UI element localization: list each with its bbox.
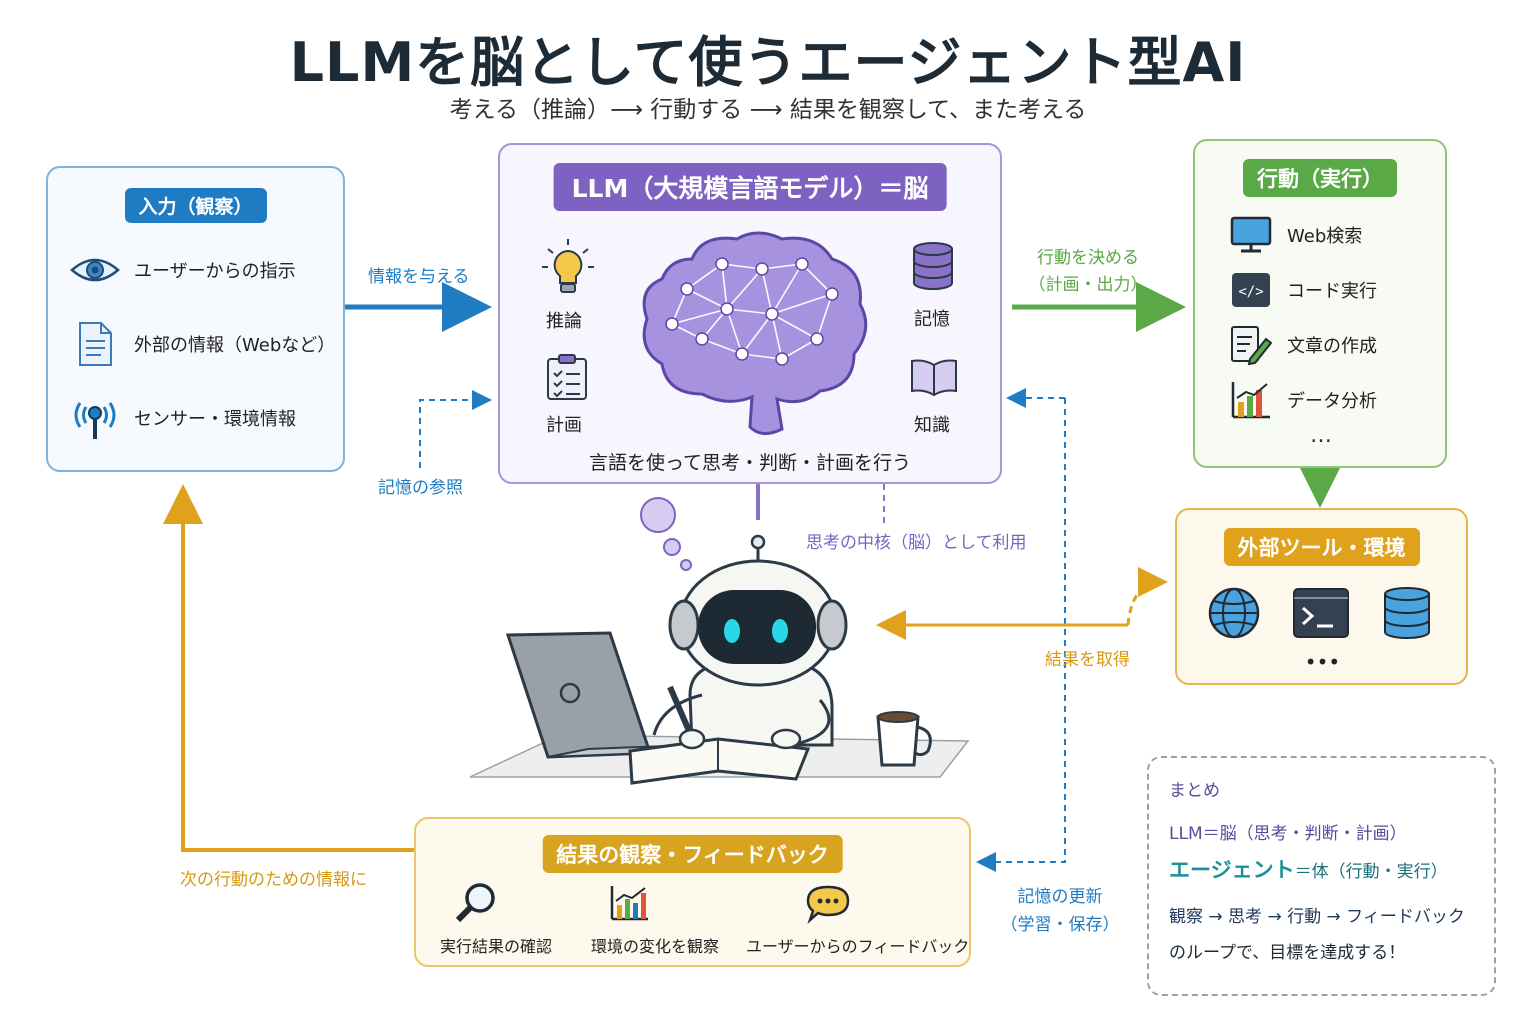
summary-line-llm: LLM＝脳（思考・判断・計画）: [1169, 824, 1407, 844]
label-give-info: 情報を与える: [368, 267, 470, 287]
summary-title: まとめ: [1169, 781, 1220, 801]
database-icon: [912, 241, 954, 295]
action-item-label: Web検索: [1287, 226, 1363, 247]
input-item-web: 外部の情報（Webなど）: [70, 322, 335, 366]
label-get-result: 結果を取得: [1045, 650, 1130, 670]
action-more: …: [1310, 423, 1332, 448]
tools-more: •••: [1304, 650, 1341, 674]
code-icon: </>: [1229, 268, 1273, 312]
llm-footer: 言語を使って思考・判断・計画を行う: [588, 452, 912, 474]
globe-icon: [1207, 586, 1261, 644]
eye-icon: [70, 248, 120, 292]
chat-bubble-icon: [806, 885, 850, 927]
arrow-to-tools: [1126, 567, 1168, 626]
edit-document-icon: [1229, 323, 1273, 367]
magnifier-icon: [454, 881, 498, 929]
label-decide-action-1: 行動を決める: [1037, 248, 1139, 268]
summary-line-goal: のループで、目標を達成する！: [1169, 943, 1406, 963]
label-next-info: 次の行動のための情報に: [180, 870, 367, 890]
input-item-instruction: ユーザーからの指示: [70, 248, 296, 292]
feedback-panel: 結果の観察・フィードバック 実行結果の確認 環境の変化を観察 ユーザーからのフィ…: [414, 817, 971, 967]
bar-chart-icon: [1229, 378, 1273, 422]
terminal-icon: [1293, 588, 1349, 642]
label-memory-update-2: （学習・保存）: [1000, 915, 1120, 935]
feedback-item-env: 環境の変化を観察: [590, 937, 719, 956]
summary-agent-rest: ＝体（行動・実行）: [1294, 862, 1448, 882]
database-icon: [1383, 586, 1431, 644]
arrow-next-info: [163, 484, 414, 852]
llm-header: LLM（大規模言語モデル）＝脳: [553, 163, 947, 211]
svg-text:</>: </>: [1238, 284, 1263, 300]
input-item-label: センサー・環境情報: [134, 409, 296, 430]
document-icon: [70, 322, 120, 366]
llm-label-memory: 記憶: [914, 309, 950, 330]
input-item-sensor: センサー・環境情報: [70, 396, 296, 440]
action-item-analysis: データ分析: [1229, 378, 1377, 422]
input-item-label: ユーザーからの指示: [134, 261, 296, 282]
action-item-label: データ分析: [1287, 391, 1377, 412]
chart-icon: [610, 885, 650, 925]
lightbulb-icon: [540, 237, 596, 299]
label-core-use: 思考の中核（脳）として利用: [806, 533, 1027, 553]
action-panel: 行動（実行） Web検索 </> コード実行 文章の作成 データ分析 …: [1193, 139, 1447, 468]
summary-line-agent: エージェント＝体（行動・実行）: [1169, 854, 1448, 884]
robot-illustration: [440, 495, 980, 799]
label-decide-action-2: （計画・出力）: [1028, 275, 1148, 295]
input-item-label: 外部の情報（Webなど）: [134, 335, 336, 356]
tools-header: 外部ツール・環境: [1223, 528, 1420, 566]
action-item-label: 文章の作成: [1287, 336, 1377, 357]
input-header: 入力（観察）: [124, 188, 267, 223]
tools-panel: 外部ツール・環境 •••: [1175, 508, 1468, 685]
action-item-code: </> コード実行: [1229, 268, 1377, 312]
antenna-icon: [70, 396, 120, 440]
summary-agent-word: エージェント: [1169, 858, 1295, 882]
monitor-icon: [1229, 213, 1273, 257]
label-memory-update-1: 記憶の更新: [1017, 887, 1103, 907]
summary-line-loop: 観察 → 思考 → 行動 → フィードバック: [1169, 907, 1465, 927]
checklist-icon: [546, 353, 588, 405]
llm-panel: LLM（大規模言語モデル）＝脳 推論 計画 記憶 知識 言語を使って思考・判断・…: [498, 143, 1002, 484]
action-item-web-search: Web検索: [1229, 213, 1362, 257]
action-item-writing: 文章の作成: [1229, 323, 1377, 367]
page-subtitle: 考える（推論）⟶ 行動する ⟶ 結果を観察して、また考える: [449, 97, 1087, 123]
action-header: 行動（実行）: [1243, 159, 1397, 197]
llm-label-planning: 計画: [546, 415, 582, 436]
arrow-memory-ref: [419, 390, 492, 468]
llm-label-reasoning: 推論: [546, 311, 582, 332]
feedback-item-user: ユーザーからのフィードバック: [746, 937, 970, 956]
input-panel: 入力（観察） ユーザーからの指示 外部の情報（Webなど） センサー・環境情報: [46, 166, 345, 472]
arrow-memory-update: [976, 398, 1066, 872]
feedback-item-check: 実行結果の確認: [439, 937, 552, 956]
summary-panel: まとめ LLM＝脳（思考・判断・計画） エージェント＝体（行動・実行） 観察 →…: [1147, 756, 1496, 996]
action-item-label: コード実行: [1287, 281, 1377, 302]
book-icon: [910, 357, 958, 401]
page-title: LLMを脳として使うエージェント型AI: [289, 31, 1247, 94]
label-memory-ref: 記憶の参照: [378, 478, 463, 498]
feedback-header: 結果の観察・フィードバック: [542, 835, 843, 873]
brain-network-illustration: [632, 229, 872, 443]
llm-label-knowledge: 知識: [914, 415, 950, 436]
